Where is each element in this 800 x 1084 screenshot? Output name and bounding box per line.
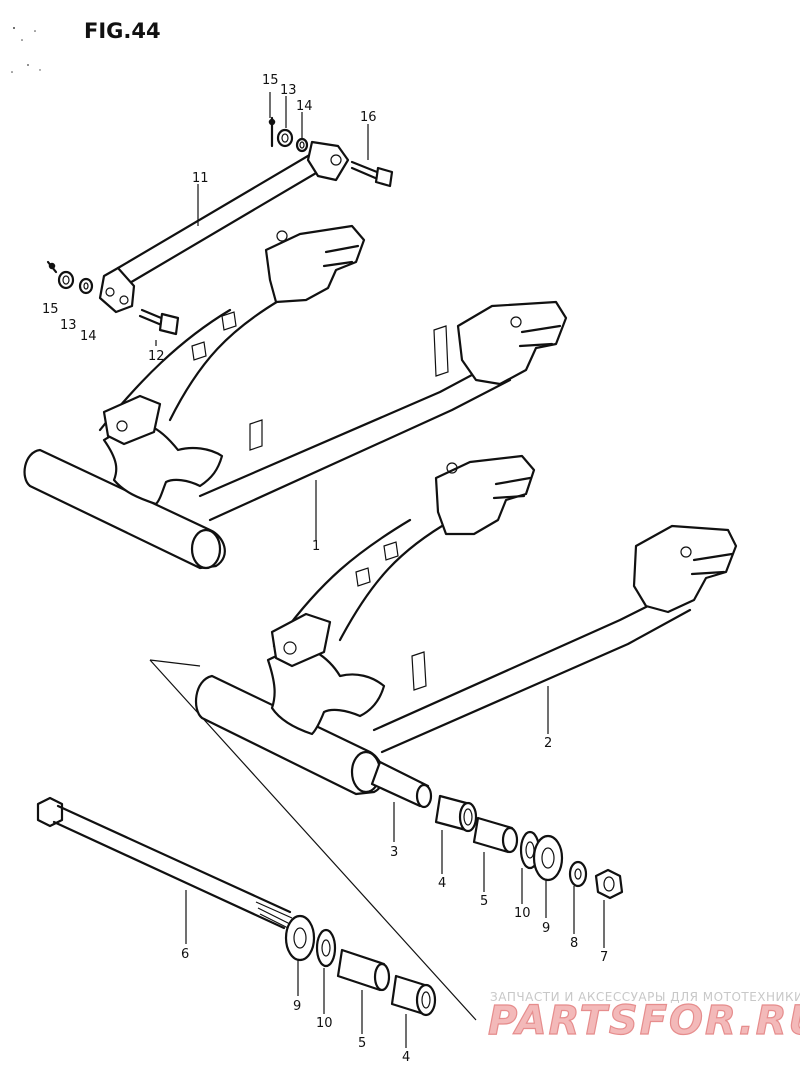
part-9-seal-upper: [532, 834, 564, 882]
callout-9-lower: 9: [293, 999, 301, 1014]
part-2-swingarm-lower: [194, 454, 738, 796]
part-8-washer: [568, 860, 588, 888]
callout-16: 16: [360, 110, 377, 125]
hardware-group-left: [46, 260, 94, 295]
figure-title: FIG.44: [84, 19, 161, 43]
assembly-guide-line: [149, 659, 477, 1021]
callout-7: 7: [600, 950, 608, 965]
callout-14-top: 14: [296, 99, 313, 114]
callout-6: 6: [181, 947, 189, 962]
callout-2: 2: [544, 736, 552, 751]
part-6-pivot-shaft: [36, 796, 293, 930]
part-12-bolt: [138, 308, 180, 336]
callout-15-left: 15: [42, 302, 59, 317]
part-7-nut: [594, 868, 624, 900]
callout-10-upper: 10: [514, 906, 531, 921]
part-3-sleeve: [370, 760, 433, 809]
assembly-guide-line-2: [149, 659, 201, 667]
part-1-swingarm-upper: [23, 224, 568, 570]
part-4-bearing-lower: [390, 974, 437, 1017]
callout-1: 1: [312, 539, 320, 554]
callout-8: 8: [570, 936, 578, 951]
leader-lines: [155, 92, 605, 1048]
callout-4-lower: 4: [402, 1050, 410, 1065]
watermark-brand: PARTSFOR.RU: [488, 998, 800, 1044]
callout-5-lower: 5: [358, 1036, 366, 1051]
watermark-tagline: ЗАПЧАСТИ И АКСЕССУАРЫ ДЛЯ МОТОТЕХНИКИ: [490, 990, 800, 1004]
part-10-washer-lower: [315, 928, 337, 968]
part-16-bolt: [350, 160, 394, 188]
callout-4-upper: 4: [438, 876, 446, 891]
callout-12: 12: [148, 349, 165, 364]
callout-5-upper: 5: [480, 894, 488, 909]
callout-14-left: 14: [80, 329, 97, 344]
part-5-spacer-upper: [472, 816, 519, 854]
part-11-torque-link-rod: [98, 140, 350, 314]
scan-speckles: [11, 27, 41, 73]
site-watermark: ЗАПЧАСТИ И АКСЕССУАРЫ ДЛЯ МОТОТЕХНИКИ PA…: [487, 990, 800, 1045]
callout-13-top: 13: [280, 83, 297, 98]
callout-11: 11: [192, 171, 209, 186]
callout-13-left: 13: [60, 318, 77, 333]
part-5-spacer-lower: [336, 948, 391, 992]
callout-9-upper: 9: [542, 921, 550, 936]
part-9-seal-lower: [284, 914, 316, 962]
hardware-group-top: [268, 116, 309, 153]
callout-10-lower: 10: [316, 1016, 333, 1031]
callout-15-top: 15: [262, 73, 279, 88]
callout-3: 3: [390, 845, 398, 860]
part-4-bearing-upper: [434, 794, 478, 833]
